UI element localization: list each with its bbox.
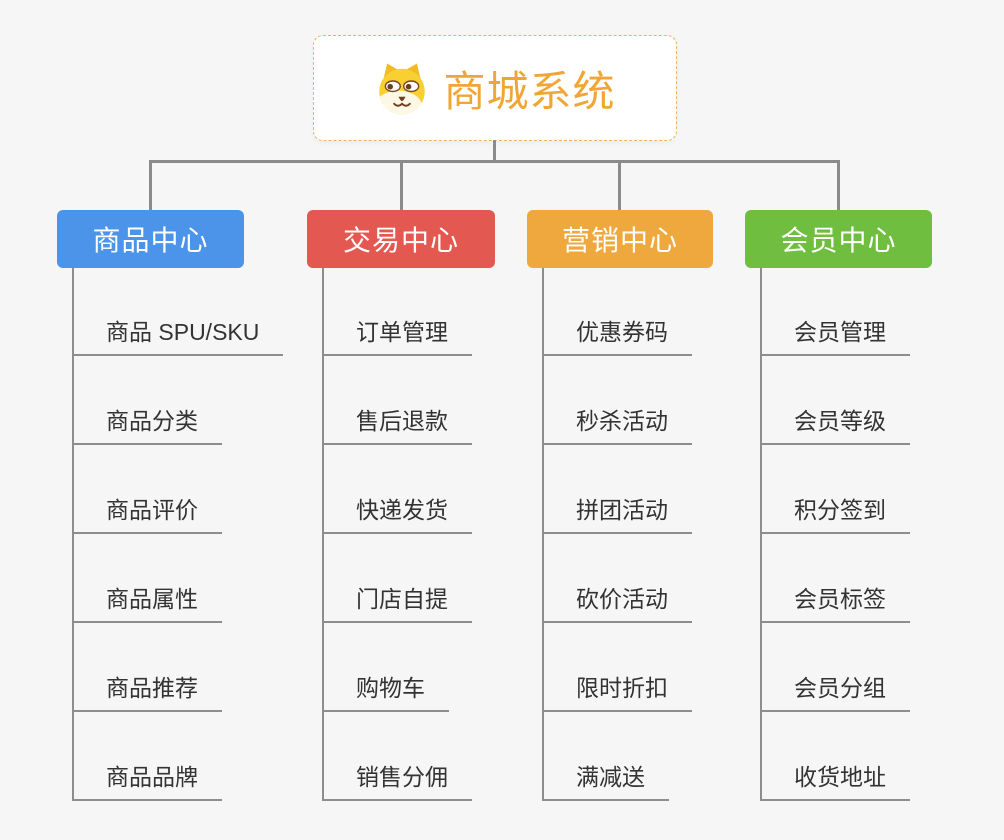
list-item[interactable]: 快递发货 (322, 496, 472, 534)
dog-face-icon (379, 63, 426, 115)
list-item[interactable]: 商品分类 (72, 407, 222, 445)
list-item[interactable]: 收货地址 (760, 763, 910, 801)
branch-node-marketing[interactable]: 营销中心 (527, 210, 713, 268)
list-item[interactable]: 商品品牌 (72, 763, 222, 801)
column-connector-line (760, 268, 762, 801)
horizontal-connector (149, 160, 840, 163)
branch-node-members[interactable]: 会员中心 (745, 210, 932, 268)
root-node-mall-system[interactable]: 商城系统 (313, 35, 677, 141)
list-item[interactable]: 销售分佣 (322, 763, 472, 801)
list-item[interactable]: 砍价活动 (542, 585, 692, 623)
page-title: 商城系统 (443, 67, 616, 115)
list-item[interactable]: 限时折扣 (542, 674, 692, 712)
branch-connector-members (837, 160, 840, 211)
list-item[interactable]: 商品属性 (72, 585, 222, 623)
trunk-connector (493, 140, 496, 161)
branch-connector-marketing (618, 160, 621, 211)
column-connector-line (322, 268, 324, 801)
column-connector-line (542, 268, 544, 801)
branch-label: 商品中心 (92, 225, 209, 256)
list-item[interactable]: 商品推荐 (72, 674, 222, 712)
branch-connector-trade (400, 160, 403, 211)
list-item[interactable]: 门店自提 (322, 585, 472, 623)
list-item[interactable]: 订单管理 (322, 318, 472, 356)
list-item[interactable]: 拼团活动 (542, 496, 692, 534)
branch-label: 营销中心 (561, 225, 678, 256)
list-item[interactable]: 会员等级 (760, 407, 910, 445)
list-item[interactable]: 秒杀活动 (542, 407, 692, 445)
column-connector-line (72, 268, 74, 801)
branch-node-products[interactable]: 商品中心 (57, 210, 244, 268)
list-item[interactable]: 售后退款 (322, 407, 472, 445)
list-item[interactable]: 会员标签 (760, 585, 910, 623)
list-item[interactable]: 优惠券码 (542, 318, 692, 356)
list-item[interactable]: 商品 SPU/SKU (72, 318, 284, 356)
list-item[interactable]: 会员分组 (760, 674, 910, 712)
branch-label: 会员中心 (780, 225, 897, 256)
list-item[interactable]: 购物车 (322, 674, 449, 712)
list-item[interactable]: 满减送 (542, 763, 669, 801)
list-item[interactable]: 会员管理 (760, 318, 910, 356)
list-item[interactable]: 商品评价 (72, 496, 222, 534)
branch-label: 交易中心 (342, 225, 459, 256)
branch-node-trade[interactable]: 交易中心 (307, 210, 495, 268)
branch-connector-products (149, 160, 152, 211)
list-item[interactable]: 积分签到 (760, 496, 910, 534)
